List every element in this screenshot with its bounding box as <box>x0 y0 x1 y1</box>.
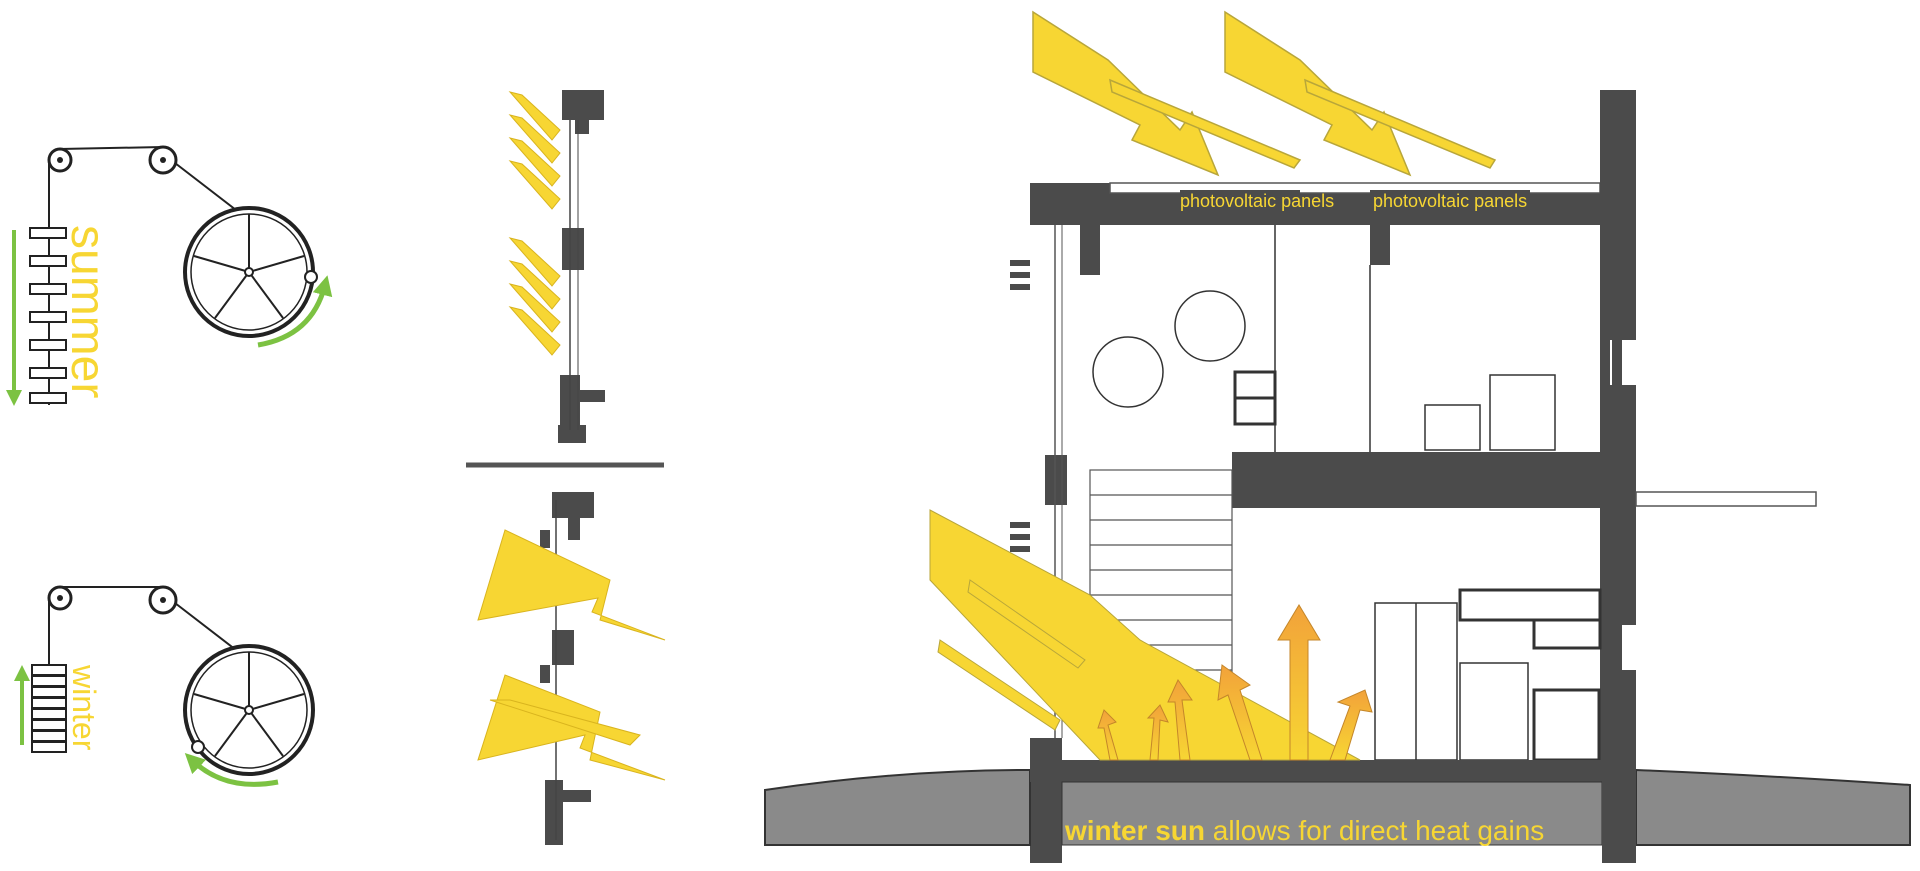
roof <box>1030 182 1601 275</box>
winter-label: winter <box>66 664 102 751</box>
kitchen <box>1374 588 1602 762</box>
crank-wheel-icon <box>183 206 318 338</box>
rotation-arrow-icon <box>257 275 333 348</box>
heat-arrows <box>1097 604 1373 761</box>
sun-ray-arrow-icon <box>1032 10 1497 177</box>
winter-mechanism: winter <box>14 585 315 787</box>
facade-detail-winter <box>477 492 666 845</box>
crank-wheel-icon <box>183 644 315 776</box>
rotation-arrow-icon <box>184 753 279 787</box>
pv-label-left: photovoltaic panels <box>1180 191 1334 211</box>
facade-detail-summer <box>508 90 605 443</box>
interior-upper <box>1092 225 1556 452</box>
summer-label: summer <box>61 225 114 398</box>
sun-ray-arrow-icon <box>477 529 666 781</box>
sun-ray-arrow-icon <box>929 509 1361 761</box>
summer-mechanism: summer <box>6 145 333 406</box>
caption: winter sun allows for direct heat gains <box>1064 815 1544 846</box>
caption-rest: allows for direct heat gains <box>1205 815 1544 846</box>
foundation <box>764 760 1911 863</box>
louver-stack-open <box>29 225 67 405</box>
east-wall <box>1600 90 1817 785</box>
pulley-icon <box>47 145 178 175</box>
stair-landing <box>1232 452 1274 508</box>
louver-stack-closed <box>31 664 67 753</box>
pv-label-right: photovoltaic panels <box>1373 191 1527 211</box>
caption-bold: winter sun <box>1064 815 1205 846</box>
pulley-icon <box>47 585 178 615</box>
floor-slab <box>1232 452 1612 508</box>
